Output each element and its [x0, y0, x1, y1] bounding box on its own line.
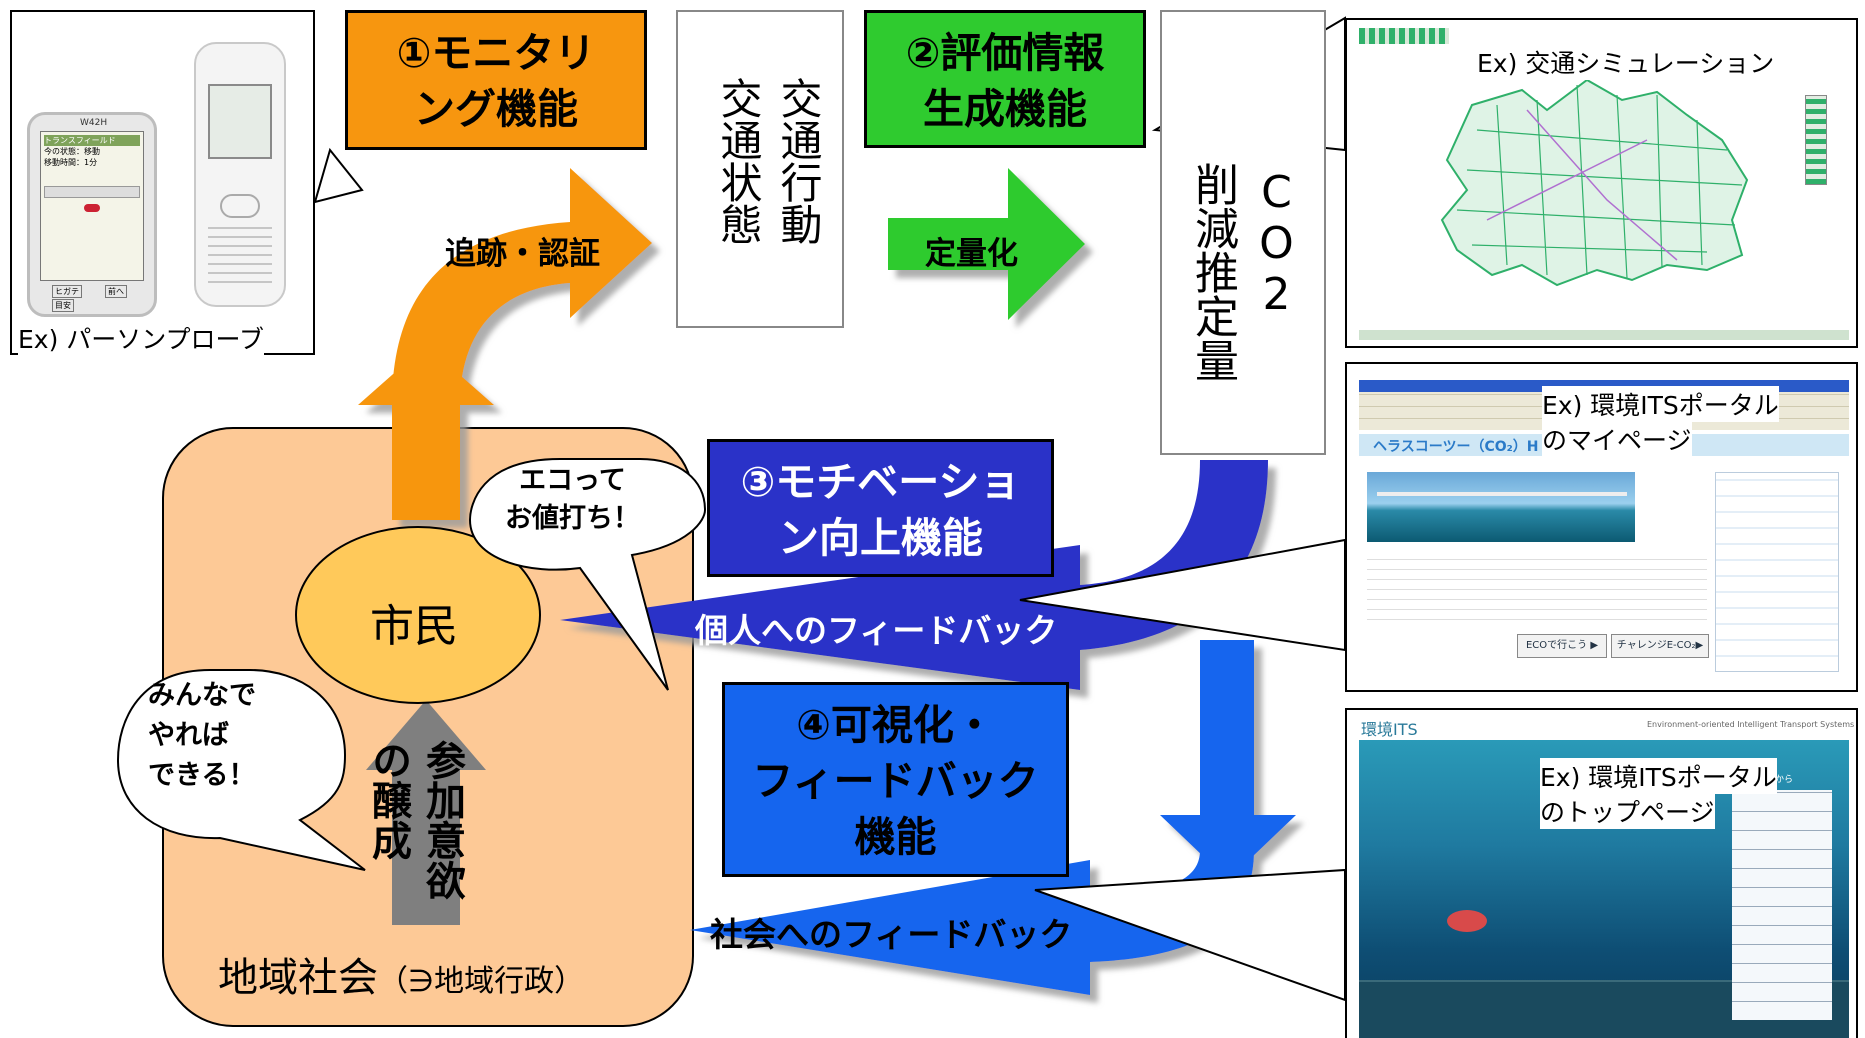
- probe-caption: Ex) パーソンプローブ: [18, 320, 265, 356]
- mypage-panel: ヘラスコーツー（CO₂）H ECOで行こう ▶ チャレンジE-CO₂▶ Ex) …: [1345, 362, 1858, 692]
- top-menu: [1732, 790, 1832, 1020]
- func3-line1: ③モチベーショ: [740, 458, 1021, 506]
- co2-col2: 削減推定量: [1187, 162, 1238, 382]
- bubble-eco-text: エコって お値打ち！: [505, 462, 640, 538]
- bubble-minna-line3: できる！: [148, 760, 256, 791]
- bubble-eco-line2: お値打ち！: [505, 503, 640, 534]
- community-title-sub: （∋地域行政）: [378, 964, 585, 999]
- func4-box: ④可視化・ フィードバック 機能: [722, 682, 1069, 877]
- bubble-minna: [116, 669, 366, 871]
- top-panel: 環境ITS Environment-oriented Intelligent T…: [1345, 708, 1858, 1038]
- mypage-banner-text: ヘラスコーツー（CO₂）H: [1373, 439, 1539, 455]
- community-title: 地域社会（∋地域行政）: [218, 945, 584, 1003]
- traffic-box: 交通行動 交通状態: [676, 10, 844, 328]
- func2-box: ②評価情報 生成機能: [864, 10, 1146, 148]
- sim-side-toolbar: [1805, 95, 1827, 185]
- participation-arrow: [366, 700, 486, 925]
- phone-flip-closed: [194, 42, 286, 307]
- top-caption-2: のトップページ: [1540, 793, 1715, 829]
- phone-status2: 移動時間：1分: [44, 158, 98, 167]
- quantify-arrow: [888, 168, 1085, 320]
- mypage-btn-eco[interactable]: ECOで行こう ▶: [1517, 634, 1607, 658]
- phone-brand: W42H: [80, 118, 108, 128]
- phone-btn-3: 目安: [52, 299, 74, 312]
- phone-btn-1: ヒガテ: [52, 285, 82, 298]
- func4-line2: フィードバック: [752, 757, 1039, 805]
- co2-col1: CO2: [1251, 167, 1302, 320]
- co2-box: CO2 削減推定量: [1160, 10, 1326, 455]
- sim-network-map: [1359, 78, 1849, 340]
- mypage-sidebar: [1715, 472, 1839, 672]
- community-title-main: 地域社会: [218, 955, 378, 1001]
- func3-box: ③モチベーショ ン向上機能: [707, 439, 1054, 577]
- traffic-col2: 交通状態: [714, 77, 763, 245]
- top-diver: [1447, 910, 1487, 932]
- mypage-hero: [1367, 472, 1635, 542]
- func1-line1: ①モニタリ: [396, 29, 596, 77]
- top-site-subtitle: Environment-oriented Intelligent Transpo…: [1647, 720, 1855, 729]
- citizen-ellipse: [295, 526, 541, 704]
- func3-line2: ン向上機能: [778, 514, 983, 562]
- phone-screen: トランスフィールド 今の状態：移動 移動時間：1分: [40, 131, 144, 281]
- participation-col1: 参加意欲: [419, 740, 465, 900]
- phone-status1: 今の状態：移動: [44, 147, 100, 156]
- top-caption-1: Ex) 環境ITSポータル: [1540, 758, 1777, 794]
- top-site-title: 環境ITS: [1361, 720, 1418, 739]
- mypage-btn-eco-label: ECOで行こう ▶: [1525, 640, 1599, 651]
- bubble-eco-line1: エコって: [519, 465, 626, 496]
- probe-panel: W42H トランスフィールド 今の状態：移動 移動時間：1分 ヒガテ 前へ 目安…: [10, 10, 315, 356]
- sim-caption: Ex) 交通シミュレーション: [1477, 44, 1775, 80]
- mypage-caption-2: のマイページ: [1542, 421, 1692, 457]
- quantify-label: 定量化: [925, 236, 1018, 272]
- func2-line2: 生成機能: [923, 85, 1087, 133]
- func2-line1: ②評価情報: [905, 29, 1105, 77]
- mypage-btn-challenge[interactable]: チャレンジE-CO₂▶: [1611, 634, 1709, 658]
- social-feedback-label: 社会へのフィードバック: [710, 915, 1073, 954]
- phone-menu: トランスフィールド: [44, 135, 140, 146]
- mypage-btn-challenge-label: チャレンジE-CO₂▶: [1616, 640, 1704, 651]
- mypage-caption-1: Ex) 環境ITSポータル: [1542, 386, 1779, 422]
- participation-col2: の醸成: [365, 740, 411, 860]
- func1-line2: ング機能: [414, 85, 578, 133]
- sim-toolbar-icon: [1359, 28, 1449, 44]
- func4-line1: ④可視化・: [796, 701, 995, 749]
- social-feedback-arrow: [690, 640, 1296, 995]
- traffic-col1: 交通行動: [774, 77, 823, 245]
- bubble-minna-line2: やれば: [148, 720, 229, 751]
- track-label: 追跡・認証: [445, 236, 600, 272]
- func4-line3: 機能: [854, 813, 937, 861]
- monitoring-arrow: [358, 168, 652, 520]
- bubble-minna-line1: みんなで: [148, 680, 256, 711]
- mypage-content-lines: [1367, 554, 1707, 629]
- phone-flip-open: W42H トランスフィールド 今の状態：移動 移動時間：1分 ヒガテ 前へ 目安: [27, 112, 157, 317]
- phone-btn-2: 前へ: [105, 285, 127, 298]
- bubble-eco: [468, 458, 707, 691]
- callout-probe: [313, 147, 364, 204]
- citizen-label: 市民: [370, 601, 458, 652]
- individual-feedback-label: 個人へのフィードバック: [695, 611, 1058, 650]
- sim-panel: Ex) 交通シミュレーション: [1345, 18, 1858, 348]
- func1-box: ①モニタリ ング機能: [345, 10, 647, 150]
- mypage-bridge: [1377, 492, 1627, 496]
- bubble-minna-text: みんなで やれば できる！: [148, 676, 256, 796]
